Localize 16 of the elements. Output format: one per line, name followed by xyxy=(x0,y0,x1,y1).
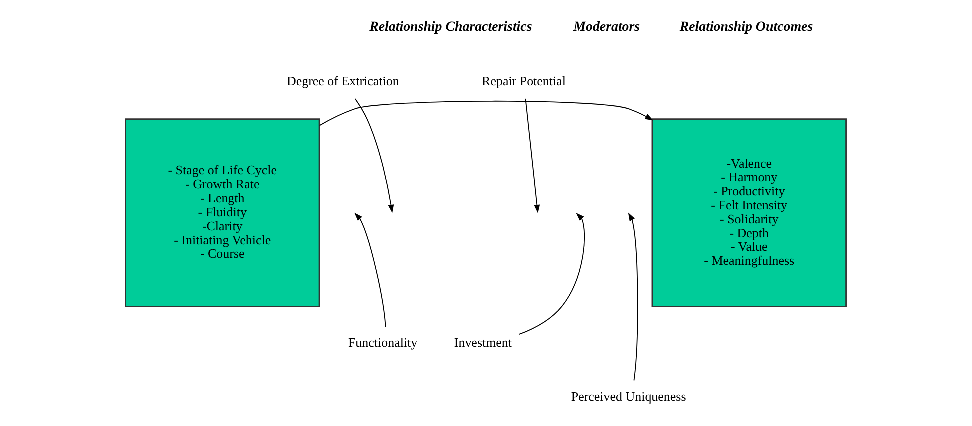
node-text: Repair Potential xyxy=(482,74,566,89)
node-text: Degree of Extrication xyxy=(287,74,400,89)
node-box: -Valence - Harmony - Productivity - Felt Intensity - Solidarity - Depth - Value - Meaningfulness xyxy=(652,118,847,308)
arrow xyxy=(518,212,586,336)
arrow xyxy=(354,98,394,214)
arrow xyxy=(628,212,638,382)
arrow xyxy=(525,98,540,214)
node-box: - Stage of Life Cycle - Growth Rate - Length - Fluidity -Clarity - Initiating Vehicle - Course xyxy=(125,118,320,308)
node-text: Perceived Uniqueness xyxy=(571,388,686,404)
arrow xyxy=(354,212,386,328)
label: Moderators xyxy=(574,20,640,35)
arrow xyxy=(319,100,654,126)
label: Relationship Outcomes xyxy=(680,20,814,35)
node-text: Functionality xyxy=(348,335,418,350)
node-text: Investment xyxy=(454,335,512,350)
label: Relationship Characteristics xyxy=(370,20,532,35)
